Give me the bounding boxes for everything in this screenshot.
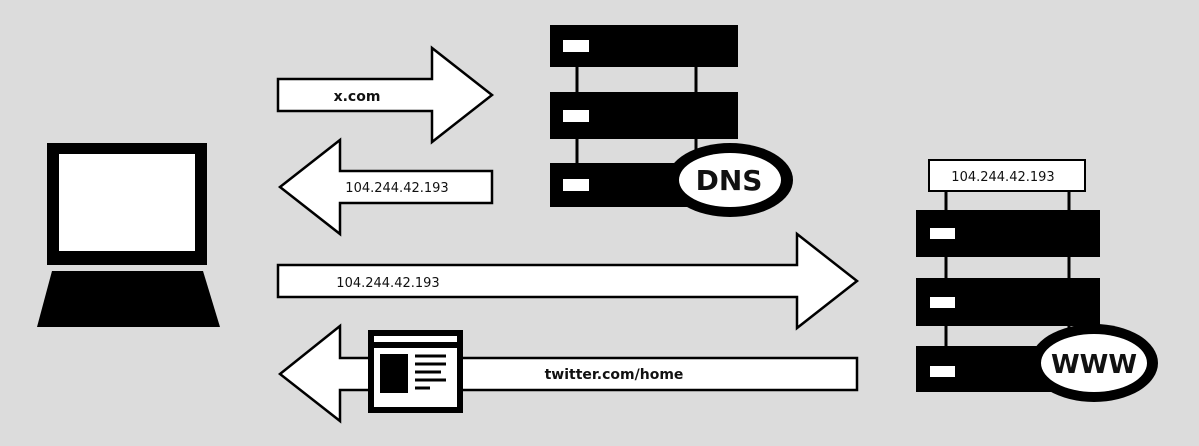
query-arrow: x.com	[276, 45, 495, 145]
web-server-ip-label: 104.244.42.193	[951, 170, 1054, 185]
response-arrow: twitter.com/home	[277, 323, 859, 424]
dns-reply-arrow: 104.244.42.193	[277, 137, 494, 237]
web-server-icon: 104.244.42.193 WWW	[916, 159, 1158, 402]
laptop-icon	[37, 143, 220, 327]
web-server-badge-label: WWW	[1051, 350, 1137, 380]
dns-server-icon: DNS	[550, 25, 793, 217]
request-ip-label: 104.244.42.193	[336, 276, 439, 291]
request-arrow: 104.244.42.193	[276, 231, 860, 331]
dns-badge-label: DNS	[696, 164, 763, 197]
query-domain-label: x.com	[334, 89, 381, 105]
web-page-icon	[368, 330, 463, 413]
dns-reply-ip-label: 104.244.42.193	[345, 181, 448, 196]
response-page-label: twitter.com/home	[545, 367, 684, 383]
